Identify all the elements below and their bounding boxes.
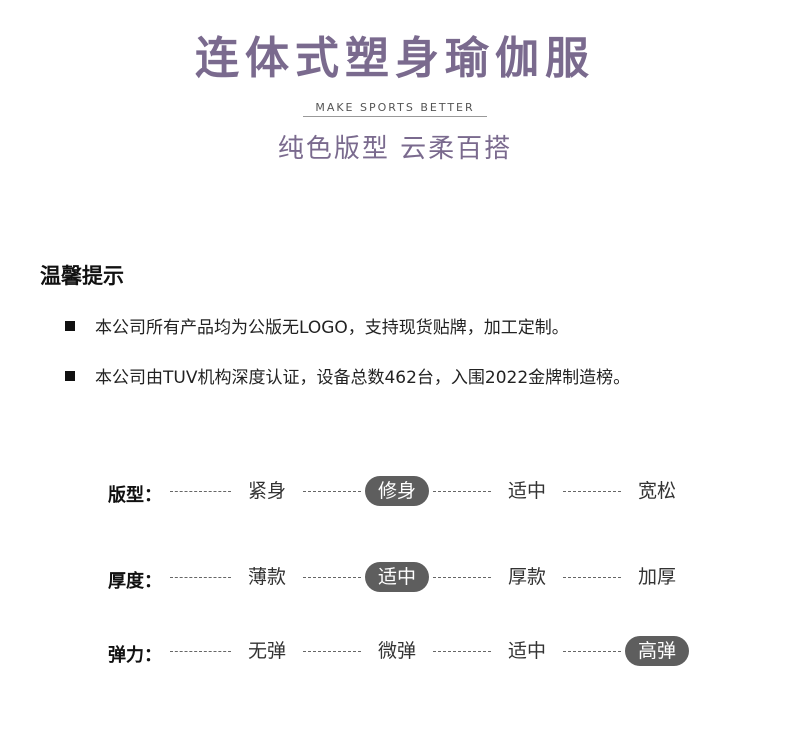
square-bullet-icon: [65, 321, 75, 331]
brand-slogan: MAKE SPORTS BETTER: [315, 101, 475, 114]
spec-label: 版型：: [108, 485, 162, 506]
spec-option-selected: 适中: [365, 562, 429, 592]
spec-label: 弹力：: [108, 645, 162, 666]
spec-option: 加厚: [637, 566, 676, 588]
page-subtitle: 纯色版型 云柔百搭: [277, 134, 513, 164]
dashed-connector: [563, 651, 621, 652]
slogan-underline: [303, 116, 487, 117]
spec-row: 弹力： 无弹 微弹 适中 高弹: [108, 636, 748, 670]
dashed-connector: [563, 577, 621, 578]
spec-option: 厚款: [507, 566, 546, 588]
notice-item-text: 本公司由TUV机构深度认证，设备总数462台，入围2022金牌制造榜。: [95, 368, 631, 388]
square-bullet-icon: [65, 371, 75, 381]
spec-row: 厚度： 薄款 适中 厚款 加厚: [108, 562, 748, 596]
spec-option: 无弹: [247, 640, 286, 662]
dashed-connector: [433, 651, 491, 652]
dashed-connector: [563, 491, 621, 492]
spec-option: 紧身: [247, 480, 286, 502]
spec-option: 微弹: [377, 640, 416, 662]
spec-option: 薄款: [247, 566, 286, 588]
dashed-connector: [433, 577, 491, 578]
spec-option: 适中: [507, 640, 546, 662]
notice-item: 本公司所有产品均为公版无LOGO，支持现货贴牌，加工定制。: [65, 313, 569, 338]
spec-option-selected: 高弹: [625, 636, 689, 666]
spec-option: 宽松: [637, 480, 676, 502]
dashed-connector: [303, 651, 361, 652]
spec-option: 适中: [507, 480, 546, 502]
dashed-connector: [170, 491, 231, 492]
dashed-connector: [303, 577, 361, 578]
page-title: 连体式塑身瑜伽服: [195, 33, 595, 84]
notice-item: 本公司由TUV机构深度认证，设备总数462台，入围2022金牌制造榜。: [65, 363, 630, 388]
spec-option-selected: 修身: [365, 476, 429, 506]
notice-title: 温馨提示: [40, 264, 124, 288]
notice-item-text: 本公司所有产品均为公版无LOGO，支持现货贴牌，加工定制。: [95, 318, 569, 338]
spec-label: 厚度：: [108, 571, 162, 592]
dashed-connector: [303, 491, 361, 492]
dashed-connector: [433, 491, 491, 492]
spec-row: 版型： 紧身 修身 适中 宽松: [108, 476, 748, 510]
dashed-connector: [170, 651, 231, 652]
dashed-connector: [170, 577, 231, 578]
